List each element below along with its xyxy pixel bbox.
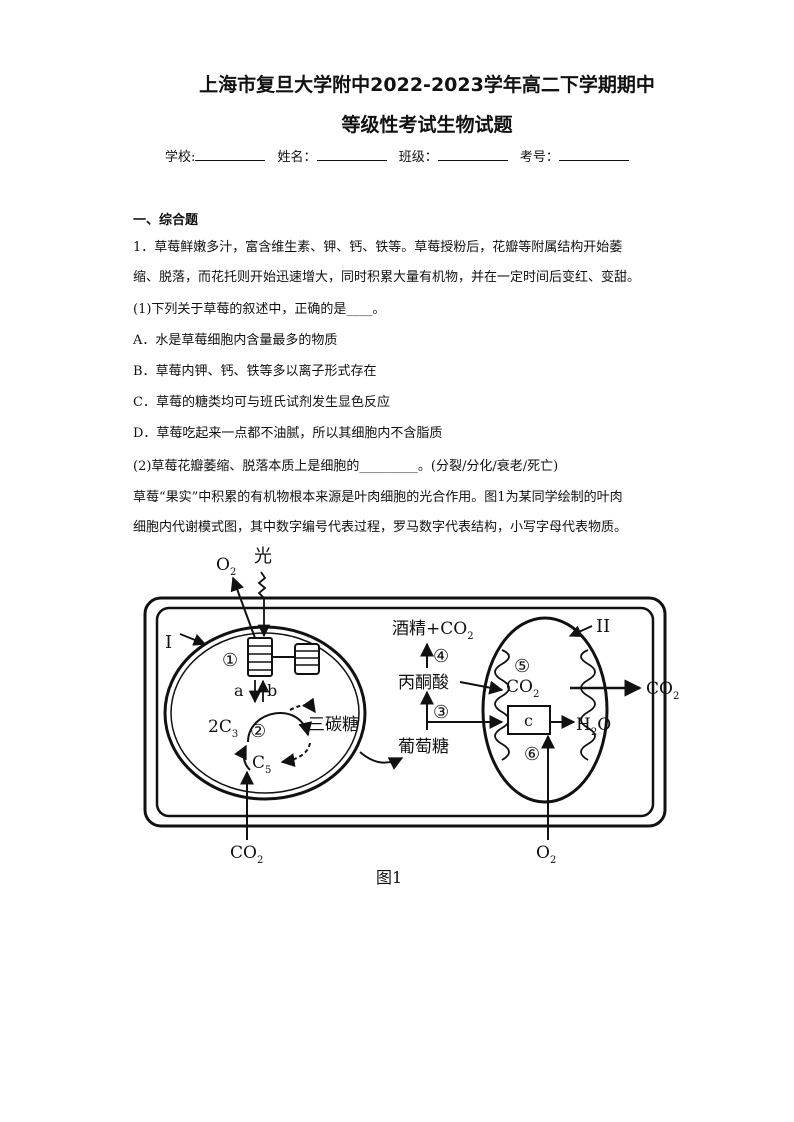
sub-question-2-stem: (2)草莓花瓣萎缩、脱落本质上是细胞的_________。(分裂/分化/衰老/死… (133, 459, 559, 474)
option-d: D．草莓吃起来一点都不油腻，所以其细胞内不含脂质 (133, 426, 443, 441)
grana-stack-secondary (294, 643, 320, 675)
c3-label: 2C3 (208, 717, 238, 740)
light-wave (257, 571, 271, 638)
mitochondrion-cristae (494, 649, 596, 761)
glucose-label: 葡萄糖 (398, 737, 449, 757)
calvin-cycle-arrow-lower (234, 744, 251, 771)
exam-number-blank (558, 149, 629, 161)
process-5-label: ⑤ (514, 656, 530, 677)
paper-title-line2: 等级性考试生物试题 (341, 114, 513, 136)
student-info-row: 学校: 姓名： 班级： 考号： (165, 146, 637, 165)
name-blank (316, 149, 387, 161)
cell-wall-outer (143, 596, 667, 828)
question-intro-line1: 1．草莓鲜嫩多汁，富含维生素、钾、钙、铁等。草莓授粉后，花瓣等附属结构开始萎 (133, 240, 623, 255)
pyruvate-label: 丙酮酸 (398, 673, 449, 693)
material-b-label: b (267, 681, 277, 700)
triose-to-glucose-arrow (359, 751, 404, 770)
calvin-cycle-arrow-upper (247, 712, 312, 743)
option-a: A．水是草莓细胞内含量最多的物质 (133, 333, 338, 348)
structure-i-pointer (179, 633, 207, 646)
material-a-label: a (234, 681, 244, 700)
structure-ii-pointer (568, 625, 593, 638)
triose-out-arrow (289, 697, 316, 714)
structure-ii-label: II (596, 616, 610, 637)
ethanol-co2-label: 酒精+CO2 (392, 619, 474, 642)
cell-wall-inner (155, 606, 655, 818)
material-c-label: c (524, 711, 533, 730)
light-label: 光 (254, 546, 272, 567)
process-4-label: ④ (433, 646, 449, 667)
calvin-cycle-arrow-dashed (280, 742, 311, 767)
material-c-box (507, 705, 551, 735)
option-c: C．草莓的糖类均可与班氏试剂发生显色反应 (133, 395, 390, 410)
class-blank (437, 149, 508, 161)
co2-out-label: CO2 (646, 679, 679, 702)
process-6-label: ⑥ (524, 744, 540, 765)
co2-in-label: CO2 (230, 843, 263, 865)
co2-mito-label: CO2 (506, 677, 539, 700)
process-2-label: ② (250, 721, 266, 742)
triose-label: 三碳糖 (308, 715, 359, 735)
name-label: 姓名： (277, 150, 317, 165)
o2-release-arrow (230, 576, 256, 639)
school-label: 学校: (165, 150, 196, 165)
school-blank (195, 149, 266, 161)
class-label: 班级： (398, 150, 438, 165)
structure-i-label: I (165, 632, 172, 653)
paper-title-line1: 上海市复旦大学附中2022-2023学年高二下学期期中 (199, 74, 655, 96)
cell-metabolism-diagram: O2 光 I ① a b 2C3 ② C5 CO2 三碳糖 葡萄糖 ③ 丙酮酸 … (143, 546, 679, 865)
question-intro-line2: 缩、脱落，而花托则开始迅速增大，同时积累大量有机物，并在一定时间后变红、变甜。 (133, 270, 641, 285)
figure-caption: 图1 (376, 868, 403, 887)
c5-label: C5 (252, 753, 271, 776)
sub-question-1-stem: (1)下列关于草莓的叙述中，正确的是____。 (133, 302, 386, 317)
pyruvate-to-mito-arrow (459, 680, 504, 695)
mitochondrion (481, 616, 609, 804)
option-b: B．草莓内钾、钙、铁等多以离子形式存在 (133, 364, 377, 379)
section-title: 一、综合题 (133, 213, 199, 228)
o2-top-label: O2 (216, 555, 236, 578)
process-1-label: ① (222, 650, 238, 671)
o2-in-label: O2 (536, 843, 556, 865)
grana-stack-main (247, 637, 273, 677)
h2o-label: H2O (576, 715, 611, 738)
process-3-label: ③ (433, 702, 449, 723)
exam-number-label: 考号： (519, 150, 559, 165)
paragraph-line2: 细胞内代谢模式图，其中数字编号代表过程，罗马数字代表结构，小写字母代表物质。 (133, 520, 628, 535)
paragraph-line1: 草莓“果实”中积累的有机物根本来源是叶肉细胞的光合作用。图1为某同学绘制的叶肉 (133, 490, 623, 505)
